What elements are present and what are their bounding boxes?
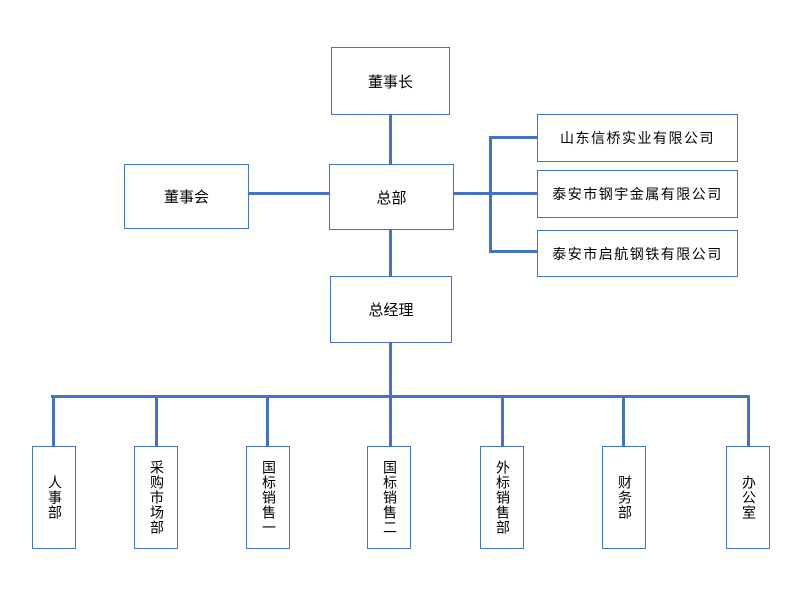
connector-subsidiaries-bracket xyxy=(489,136,492,253)
node-dept-6-label: 财务部 xyxy=(616,475,632,520)
connector-gm-trunk xyxy=(389,343,392,396)
node-board[interactable]: 董事会 xyxy=(124,164,249,229)
connector-drop-dept-6 xyxy=(622,397,625,446)
node-general-manager[interactable]: 总经理 xyxy=(330,276,452,343)
connector-headquarters-gm xyxy=(389,230,392,276)
node-dept-2[interactable]: 采购市场部 xyxy=(134,446,178,549)
connector-drop-dept-7 xyxy=(747,397,750,446)
node-dept-4[interactable]: 国标销售二 xyxy=(367,446,411,549)
node-dept-4-label: 国标销售二 xyxy=(381,460,397,535)
node-subsidiary-2[interactable]: 泰安市钢宇金属有限公司 xyxy=(537,170,738,218)
node-general-manager-label: 总经理 xyxy=(368,301,414,319)
node-subsidiary-3[interactable]: 泰安市启航钢铁有限公司 xyxy=(537,230,738,277)
node-board-label: 董事会 xyxy=(163,188,209,206)
node-dept-2-label: 采购市场部 xyxy=(148,460,164,535)
node-headquarters-label: 总部 xyxy=(376,188,407,207)
node-dept-3-label: 国标销售一 xyxy=(260,460,276,535)
connector-drop-dept-4 xyxy=(389,397,392,446)
connector-drop-dept-2 xyxy=(155,397,158,446)
node-dept-1-label: 人事部 xyxy=(46,475,62,520)
node-subsidiary-2-label: 泰安市钢宇金属有限公司 xyxy=(552,187,723,203)
node-subsidiary-1[interactable]: 山东信桥实业有限公司 xyxy=(537,114,738,162)
connector-headquarters-subsidiaries xyxy=(454,192,537,195)
node-chairman-label: 董事长 xyxy=(367,72,413,91)
connector-branch-subsidiary-3 xyxy=(489,250,537,253)
connector-chairman-headquarters xyxy=(389,115,392,164)
connector-drop-dept-1 xyxy=(52,397,55,446)
node-chairman[interactable]: 董事长 xyxy=(331,47,450,115)
node-dept-5-label: 外标销售部 xyxy=(494,460,510,535)
node-dept-3[interactable]: 国标销售一 xyxy=(246,446,290,549)
node-subsidiary-3-label: 泰安市启航钢铁有限公司 xyxy=(552,246,723,263)
connector-drop-dept-3 xyxy=(266,397,269,446)
connector-board-headquarters xyxy=(249,192,329,195)
node-dept-6[interactable]: 财务部 xyxy=(602,446,646,549)
node-dept-7-label: 办公室 xyxy=(740,475,756,520)
connector-branch-subsidiary-1 xyxy=(489,136,537,139)
connector-departments-trunk xyxy=(51,395,750,398)
node-dept-5[interactable]: 外标销售部 xyxy=(480,446,524,549)
node-subsidiary-1-label: 山东信桥实业有限公司 xyxy=(560,131,715,147)
node-dept-1[interactable]: 人事部 xyxy=(32,446,76,549)
node-headquarters[interactable]: 总部 xyxy=(329,164,454,230)
connector-drop-dept-5 xyxy=(501,397,504,446)
node-dept-7[interactable]: 办公室 xyxy=(726,446,770,549)
